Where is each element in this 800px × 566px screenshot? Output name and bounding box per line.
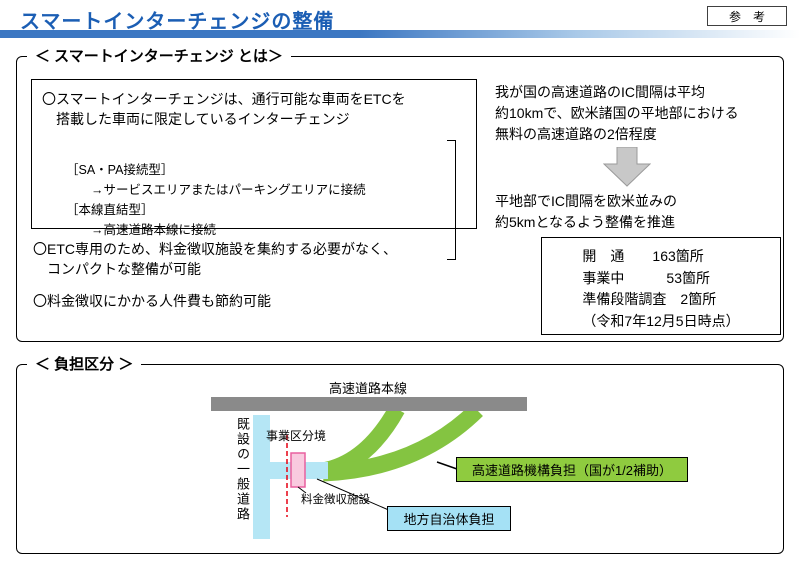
down-arrow-shape [602, 146, 652, 187]
reference-badge: 参 考 [707, 6, 787, 26]
bullet-definition: 〇スマートインターチェンジは、通行可能な車両をETCを 搭載した車両に限定してい… [42, 91, 406, 128]
cyan-leader-line [316, 478, 392, 512]
expressway-burden-label: 高速道路機構負担（国が1/2補助） [471, 463, 673, 478]
connection-types: ［SA・PA接続型］ →サービスエリアまたはパーキングエリアに接続 ［本線直結型… [66, 138, 466, 262]
green-leader-line [436, 461, 458, 470]
reference-label: 参 考 [728, 9, 765, 24]
title-underline-bar [0, 30, 800, 38]
ramp-right [322, 403, 483, 482]
local-burden-label: 地方自治体負担 [403, 512, 495, 527]
toll-facility-label: 料金徴収施設 [301, 494, 370, 506]
toll-leader-line [297, 486, 307, 494]
toll-facility [290, 452, 306, 488]
existing-road-label: 既設の一般道路 [235, 417, 250, 522]
general-road-vertical [253, 415, 270, 539]
section-about-label: ＜ スマートインターチェンジ とは＞ [27, 45, 291, 66]
highway-bar [211, 397, 527, 411]
down-arrow-icon [602, 146, 652, 187]
highway-label: 高速道路本線 [329, 381, 408, 396]
bullet-etc-only: 〇ETC専用のため、料金徴収施設を集約する必要がなく、 コンパクトな整備が可能 [33, 241, 397, 278]
section-burden-label: ＜ 負担区分 ＞ [27, 353, 142, 374]
section-about: ＜ スマートインターチェンジ とは＞ 〇スマートインターチェンジは、通行可能な車… [16, 45, 784, 342]
bullet-labor-saving: 〇料金徴収にかかる人件費も節約可能 [33, 293, 271, 309]
boundary-label: 事業区分境 [266, 429, 327, 443]
ic-gap-paragraph: 我が国の高速道路のIC間隔は平均 約10kmで、欧米諸国の平地部における 無料の… [495, 84, 739, 142]
definition-box: 〇スマートインターチェンジは、通行可能な車両をETCを 搭載した車両に限定してい… [31, 79, 477, 260]
stats-box: 開 通 163箇所 事業中 53箇所 準備段階調査 2箇所 （令和7年12月5日… [541, 237, 781, 335]
right-bracket-icon [447, 139, 456, 260]
stats-text: 開 通 163箇所 事業中 53箇所 準備段階調査 2箇所 （令和7年12月5日… [582, 248, 740, 330]
page-title: スマートインターチェンジの整備 [20, 11, 335, 33]
local-burden-box: 地方自治体負担 [387, 506, 511, 531]
expressway-burden-box: 高速道路機構負担（国が1/2補助） [456, 457, 688, 482]
target-paragraph: 平地部でIC間隔を欧米並みの 約5kmとなるよう整備を推進 [495, 193, 677, 230]
section-burden: ＜ 負担区分 ＞ 高速道路本線 既設の一般道路 事業区分境 料金徴収施設 高速道… [16, 353, 784, 554]
connection-types-text: ［SA・PA接続型］ →サービスエリアまたはパーキングエリアに接続 ［本線直結型… [66, 162, 366, 237]
burden-diagram [211, 397, 527, 539]
